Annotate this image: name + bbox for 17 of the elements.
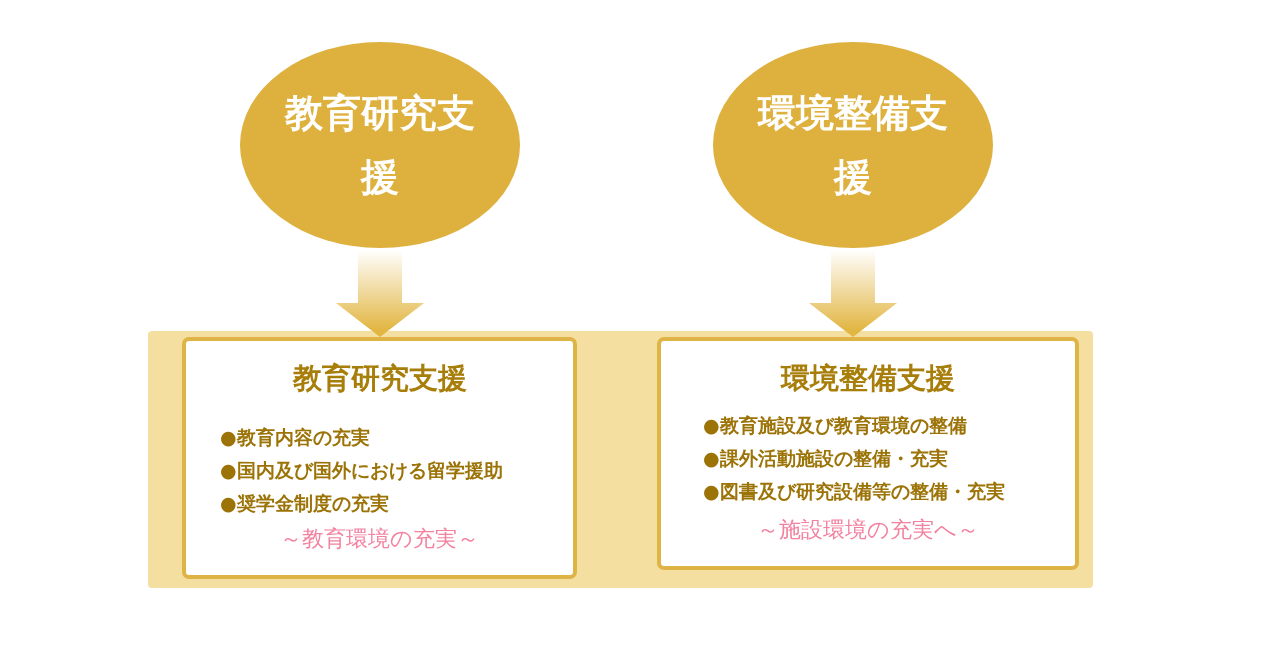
ellipse-node: 教育研究支援 — [240, 42, 520, 248]
summary-text: ～施設環境の充実へ～ — [756, 516, 980, 544]
panel-background — [148, 331, 1093, 588]
bullet-item: ●国内及び国外における留学援助 — [220, 458, 503, 483]
bullet-item: ●奨学金制度の充実 — [220, 491, 389, 516]
ellipse-node: 環境整備支援 — [713, 42, 993, 248]
bullet-item: ●課外活動施設の整備・充実 — [703, 446, 948, 471]
box-heading: 環境整備支援 — [779, 360, 956, 397]
box-heading: 教育研究支援 — [291, 360, 468, 397]
block-arrow — [809, 250, 897, 337]
bullet-item: ●教育内容の充実 — [220, 425, 370, 450]
bullet-item: ●教育施設及び教育環境の整備 — [703, 413, 967, 438]
summary-text: ～教育環境の充実～ — [279, 525, 480, 553]
bullet-item: ●図書及び研究設備等の整備・充実 — [703, 479, 1005, 504]
content-box — [657, 337, 1079, 570]
block-arrow — [336, 250, 424, 337]
content-box — [182, 337, 577, 579]
